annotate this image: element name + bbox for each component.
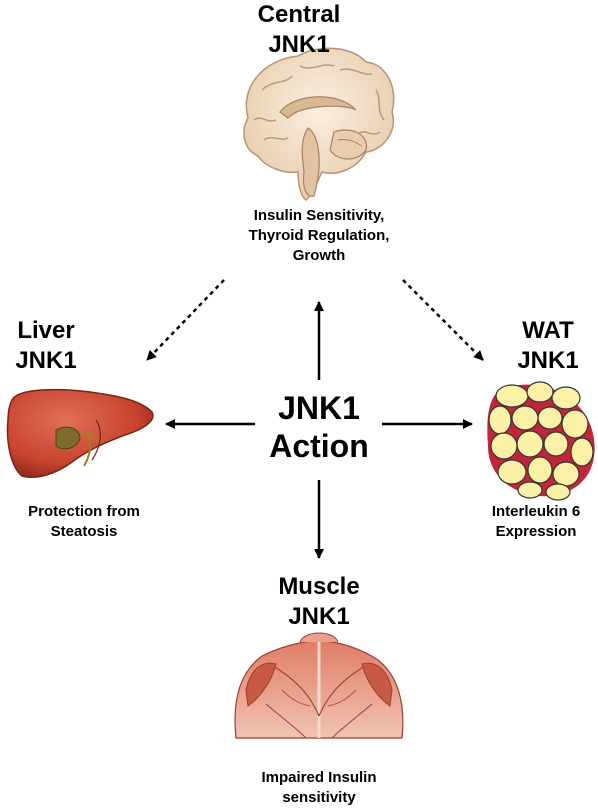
central-desc-line: Thyroid Regulation, [248,227,390,244]
wat-desc-line: Interleukin 6 [491,503,581,520]
jnk1-action-label: JNK1 Action [249,389,389,465]
liver-description: Protection from Steatosis [4,502,164,542]
dashed-arrow-central-to-liver [146,279,225,361]
brain-illustration [243,47,395,201]
central-title-line1: Central [257,1,341,28]
muscle-title-line1: Muscle [278,573,360,600]
wat-title-line1: WAT [522,317,574,344]
center-line2: Action [269,428,369,464]
center-line1: JNK1 [278,390,360,426]
muscle-title: Muscle JNK1 [239,572,399,632]
liver-desc-line: Protection from [28,503,140,520]
wat-desc-line: Expression [495,523,577,540]
central-title: Central JNK1 [219,0,379,60]
muscle-title-line2: JNK1 [288,603,350,630]
liver-title: Liver JNK1 [6,316,86,376]
muscle-back-illustration [234,632,404,739]
liver-title-line1: Liver [17,317,75,344]
liver-illustration [6,388,154,478]
muscle-desc-line: Impaired Insulin [261,769,377,786]
muscle-desc-line: sensitivity [282,789,356,806]
central-desc-line: Insulin Sensitivity, [253,207,385,224]
central-desc-line: Growth [292,247,346,264]
wat-title-line2: JNK1 [517,347,579,374]
dashed-arrow-central-to-wat [402,279,484,361]
liver-desc-line: Steatosis [50,523,118,540]
liver-title-line2: JNK1 [15,347,77,374]
adipocytes-illustration [487,381,595,501]
central-title-line2: JNK1 [268,31,330,58]
muscle-description: Impaired Insulin sensitivity [219,768,419,808]
wat-description: Interleukin 6 Expression [474,502,598,542]
wat-title: WAT JNK1 [508,316,588,376]
central-description: Insulin Sensitivity, Thyroid Regulation,… [199,206,439,266]
